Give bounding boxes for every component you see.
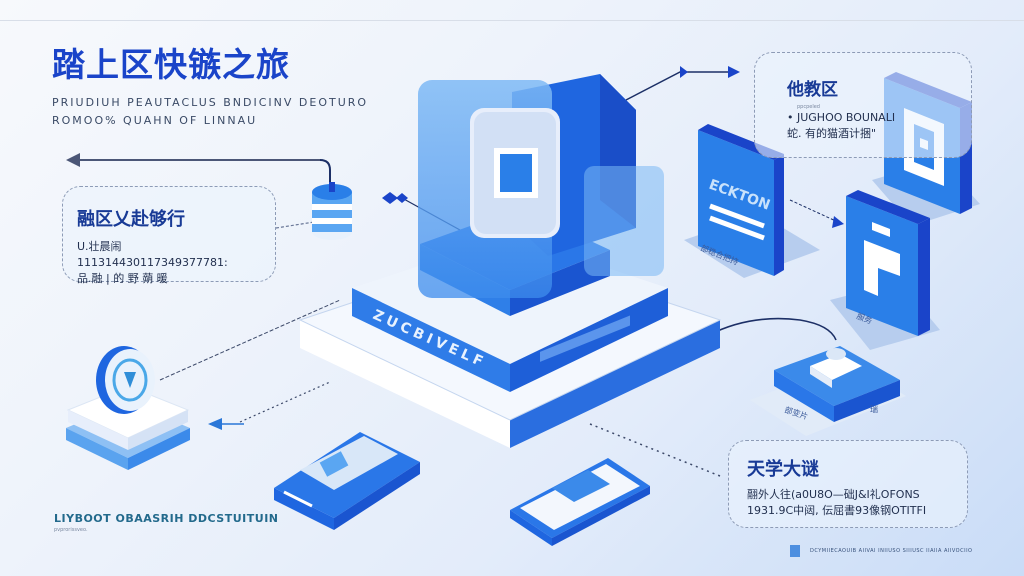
svg-text:瑞: 瑞: [870, 404, 878, 414]
card-tr-heading: 他教区: [787, 80, 838, 100]
coin-pedestal: [66, 346, 190, 470]
card-br-heading: 天学大谜: [747, 459, 819, 480]
info-card-bottom-right: 天学大谜 翮外人往(a0U8O—础J&I礼OFONS 1931.9C中闼, 伝屈…: [728, 440, 968, 528]
card-left-line-2: 品.融 | 的 野 蒴 暖: [77, 272, 168, 285]
info-card-left: 融区乂赴够行 U.壮晨闹 111314430117349377781: 品.融 …: [62, 186, 276, 285]
footer-logo-icon: [790, 545, 800, 557]
card-left-heading: 融区乂赴够行: [77, 209, 185, 230]
phone-device: [510, 458, 650, 546]
card-tr-line-1: • JUGHOO BOUNALI: [787, 111, 896, 124]
info-card-top-right: 他教区 ppcpeled • JUGHOO BOUNALI 蛇. 有的猫酒计捆": [754, 52, 972, 158]
card-device: [274, 432, 420, 530]
card-tr-line-2: 蛇. 有的猫酒计捆": [787, 127, 877, 140]
top-divider: [0, 20, 1024, 21]
p-tile: 服务: [830, 190, 940, 350]
hub-device: 部变片 瑞: [750, 346, 906, 436]
footer-left-title: LIYBOOT OBAASRIH DDCSTUITUIN: [54, 512, 279, 525]
card-br-line-2: 1931.9C中闼, 伝屈書93像钢OTITFI: [747, 504, 927, 517]
footer-right-text: DCYMIIECAOUIB AIIVAI INIIUSO SIIIUSC IIA…: [810, 548, 973, 554]
card-br-line-1: 翮外人往(a0U8O—础J&I礼OFONS: [747, 488, 920, 501]
footer-left-sub: pvprorissveo.: [54, 527, 88, 533]
server-block: [418, 74, 664, 316]
subtitle-line-1: PRIUDIUH PEAUTACLUS BNDICINV DEOTURO: [52, 96, 369, 109]
footer-right: DCYMIIECAOUIB AIIVAI INIIUSO SIIIUSC IIA…: [790, 545, 972, 557]
database-icon: [312, 182, 352, 240]
card-left-line-1: U.壮晨闹 111314430117349377781:: [77, 240, 228, 269]
eckton-panel: ECKTON 部稳合把持: [684, 124, 820, 278]
card-tr-tiny: ppcpeled: [797, 104, 820, 110]
subtitle-line-2: ROMOO% QUAHN OF LINNAU: [52, 114, 258, 127]
page-title: 踏上区快镞之旅: [52, 45, 290, 84]
